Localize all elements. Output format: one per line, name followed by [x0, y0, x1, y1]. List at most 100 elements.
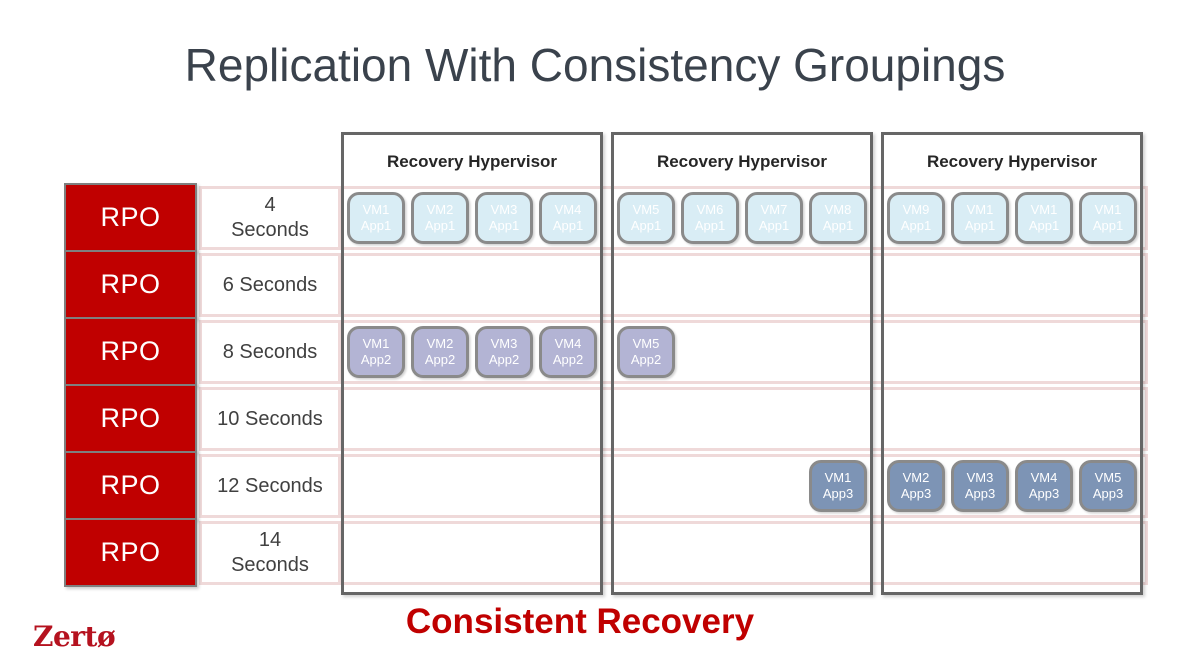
- rpo-time-cell: 8 Seconds: [199, 320, 341, 384]
- rpo-badge-label: RPO: [100, 403, 161, 433]
- rpo-badge: RPO: [64, 518, 197, 587]
- app-label: App1: [360, 218, 392, 233]
- app-label: App1: [758, 218, 790, 233]
- app-label: App1: [822, 218, 854, 233]
- rpo-badge: RPO: [64, 384, 197, 453]
- app-label: App1: [630, 218, 662, 233]
- rpo-badge-label: RPO: [100, 202, 161, 232]
- vm-label: VM4: [554, 202, 582, 217]
- rpo-badge-label: RPO: [100, 470, 161, 500]
- rpo-badge-label: RPO: [100, 269, 161, 299]
- app-label: App1: [964, 218, 996, 233]
- app-label: App3: [1028, 486, 1060, 501]
- vm-label: VM6: [696, 202, 724, 217]
- vm-label: VM2: [426, 202, 454, 217]
- rpo-badge: RPO: [64, 451, 197, 520]
- rpo-badge: RPO: [64, 183, 197, 252]
- app-label: App2: [630, 352, 662, 367]
- zerto-logo: Zertø: [33, 620, 116, 653]
- app-label: App1: [552, 218, 584, 233]
- vm-label: VM1: [362, 336, 390, 351]
- recovery-hypervisor-label: Recovery Hypervisor: [926, 152, 1098, 171]
- rpo-time-label: 6 Seconds: [222, 273, 318, 296]
- vm-label: VM1: [362, 202, 390, 217]
- vm-label: VM3: [490, 202, 518, 217]
- app-label: App1: [694, 218, 726, 233]
- vm-label: VM3: [966, 470, 994, 485]
- rpo-row-band: [199, 253, 1148, 317]
- rpo-badge: RPO: [64, 317, 197, 386]
- rpo-time-label: Seconds: [231, 554, 309, 576]
- rpo-time-cell: 12 Seconds: [199, 454, 341, 518]
- vm-label: VM5: [1094, 470, 1122, 485]
- app-label: App3: [822, 486, 854, 501]
- rpo-time-label: 14: [258, 529, 282, 551]
- vm-label: VM9: [902, 202, 930, 217]
- vm-label: VM2: [902, 470, 930, 485]
- app-label: App2: [552, 352, 584, 367]
- vm-label: VM5: [632, 336, 660, 351]
- rpo-time-label: Seconds: [231, 219, 309, 241]
- rpo-row-band: [199, 387, 1148, 451]
- consistent-recovery-caption: Consistent Recovery: [405, 602, 755, 641]
- app-label: App1: [1028, 218, 1060, 233]
- vm-label: VM4: [1030, 470, 1058, 485]
- app-label: App2: [488, 352, 520, 367]
- app-label: App1: [900, 218, 932, 233]
- app-label: App2: [424, 352, 456, 367]
- rpo-time-label: 10 Seconds: [217, 407, 323, 430]
- recovery-hypervisor-label: Recovery Hypervisor: [656, 152, 828, 171]
- vm-label: VM1: [966, 202, 994, 217]
- app-label: App3: [900, 486, 932, 501]
- vm-label: VM4: [554, 336, 582, 351]
- app-label: App1: [424, 218, 456, 233]
- rpo-badge-label: RPO: [100, 336, 161, 366]
- rpo-row-band: [199, 521, 1148, 585]
- vm-label: VM1: [824, 470, 852, 485]
- vm-label: VM2: [426, 336, 454, 351]
- app-label: App2: [360, 352, 392, 367]
- rpo-badge: RPO: [64, 250, 197, 319]
- app-label: App1: [488, 218, 520, 233]
- vm-label: VM1: [1094, 202, 1122, 217]
- vm-label: VM3: [490, 336, 518, 351]
- vm-label: VM7: [760, 202, 788, 217]
- rpo-time-label: 8 Seconds: [222, 340, 318, 363]
- vm-label: VM5: [632, 202, 660, 217]
- rpo-time-label: 12 Seconds: [217, 474, 323, 497]
- rpo-time-cell: 10 Seconds: [199, 387, 341, 451]
- slide-title: Replication With Consistency Groupings: [184, 39, 1006, 91]
- rpo-time-cell: 6 Seconds: [199, 253, 341, 317]
- rpo-time-label: 4: [264, 194, 276, 216]
- app-label: App3: [964, 486, 996, 501]
- app-label: App1: [1092, 218, 1124, 233]
- rpo-badge-label: RPO: [100, 537, 161, 567]
- app-label: App3: [1092, 486, 1124, 501]
- vm-label: VM8: [824, 202, 852, 217]
- vm-label: VM1: [1030, 202, 1058, 217]
